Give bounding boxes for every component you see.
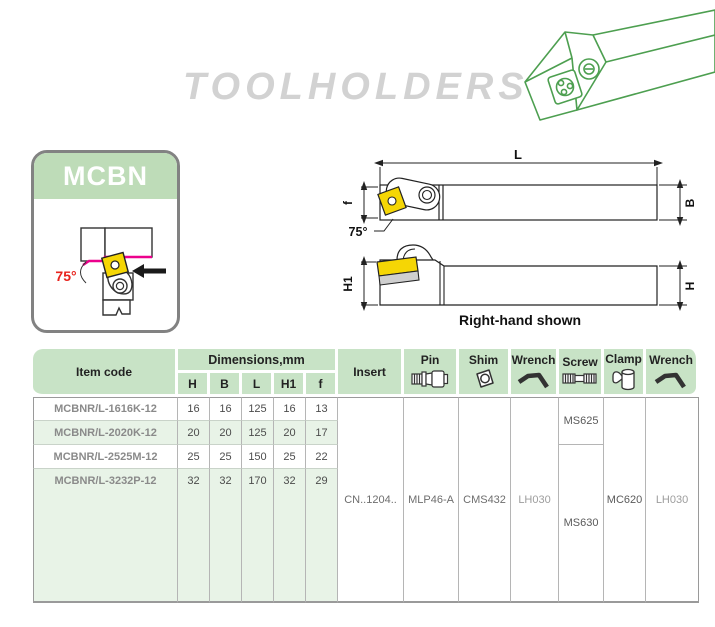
- screw-cell-top: MS625: [559, 397, 605, 445]
- table-row: MCBNR/L-1616K-12 16 16 125 16 13 CN..120…: [33, 397, 700, 603]
- shim-cell: CMS432: [459, 397, 512, 603]
- header-dim-H1: H1: [274, 373, 306, 397]
- header-wrench-1-label: Wrench: [511, 352, 556, 367]
- wrench-b-cell: LH030: [646, 397, 700, 603]
- screw-cell-bottom: MS630: [559, 445, 605, 603]
- dim-B-cell: 20: [210, 421, 242, 445]
- header-screw-label: Screw: [562, 354, 598, 369]
- header-shim-label: Shim: [468, 352, 499, 367]
- dim-f-cell: 17: [306, 421, 339, 445]
- table-row: MCBNR/L-2525M-12 25 25 150 25 22 MS630: [33, 445, 699, 603]
- header-screw: Screw: [559, 349, 605, 397]
- header-dimensions-group: Dimensions,mm: [178, 349, 339, 373]
- dim-L-cell: 170: [242, 469, 274, 493]
- table-row: MCBNR/L-2020K-12 20 20 125 20 17: [33, 421, 699, 445]
- feed-arrow-icon: [132, 264, 166, 278]
- item-code-cell: MCBNR/L-1616K-12: [33, 397, 178, 421]
- mcbn-badge: MCBN: [34, 153, 177, 199]
- hex-wrench-icon: [654, 372, 686, 388]
- item-code-cell: MCBNR/L-2020K-12: [33, 421, 178, 445]
- screw-icon: [562, 372, 597, 384]
- item-code-cell: MCBNR/L-3232P-12: [33, 469, 178, 493]
- dim-H1-label: H1: [341, 276, 355, 292]
- shim-icon: [475, 368, 494, 388]
- table-row: MCBNR/L-3232P-12 32 32 170 32 29: [33, 469, 699, 493]
- header-item-code: Item code: [33, 349, 178, 397]
- table-header: Item code Dimensions,mm Insert Pin: [33, 349, 700, 397]
- header-wrench-1: Wrench: [511, 349, 560, 397]
- header-pin: Pin: [404, 349, 460, 397]
- header-wrench-2-label: Wrench: [649, 352, 693, 367]
- dim-H1-cell: 20: [274, 421, 306, 445]
- dim-B-cell: 25: [210, 445, 242, 469]
- clamp-cell: MC620: [604, 397, 647, 603]
- dim-H-cell: 25: [178, 445, 210, 469]
- dim-H-cell: 16: [178, 397, 210, 421]
- dim-B-cell: 16: [210, 397, 242, 421]
- header-dim-B: B: [210, 373, 242, 397]
- header-clamp: Clamp: [604, 349, 647, 397]
- pin-icon: [411, 369, 449, 388]
- header-clamp-label: Clamp: [605, 351, 642, 366]
- dim-B-label: B: [683, 198, 697, 207]
- wrench-a-cell: LH030: [511, 397, 560, 603]
- clamp-icon: [611, 368, 635, 390]
- mcbn-cutting-diagram: 75°: [55, 227, 166, 316]
- dim-f-cell: 29: [306, 469, 339, 493]
- dim-H1-cell: 32: [274, 469, 306, 493]
- dim-L-cell: 125: [242, 421, 274, 445]
- mcbn-card: MCBN 75°: [31, 150, 180, 333]
- header-dim-f: f: [306, 373, 339, 397]
- dim-angle-label: 75°: [349, 225, 368, 239]
- dim-f-label: f: [341, 200, 355, 205]
- page-title: TOOLHOLDERS: [183, 66, 529, 108]
- header-wrench-2: Wrench: [646, 349, 700, 397]
- header-dim-L: L: [242, 373, 274, 397]
- header-dim-H: H: [178, 373, 210, 397]
- table-body: MCBNR/L-1616K-12 16 16 125 16 13 CN..120…: [33, 397, 700, 603]
- dim-H-cell: 32: [178, 469, 210, 493]
- item-code-cell: MCBNR/L-2525M-12: [33, 445, 178, 469]
- header-shim: Shim: [459, 349, 512, 397]
- insert-cell: CN..1204..: [338, 397, 405, 603]
- pin-cell: MLP46-A: [404, 397, 460, 603]
- dim-L-cell: 150: [242, 445, 274, 469]
- dim-L-cell: 125: [242, 397, 274, 421]
- parts-table: Item code Dimensions,mm Insert Pin: [33, 349, 700, 603]
- dim-H-label: H: [683, 282, 697, 291]
- mcbn-angle-label: 75°: [55, 268, 76, 284]
- mcbn-badge-label: MCBN: [63, 160, 148, 191]
- dim-H1-cell: 25: [274, 445, 306, 469]
- header-insert: Insert: [338, 349, 405, 397]
- header-pin-label: Pin: [420, 352, 440, 367]
- dim-B-cell: 32: [210, 469, 242, 493]
- hex-wrench-icon: [517, 372, 549, 388]
- dimension-drawing: L f 75° B H1: [341, 147, 697, 311]
- table-filler-row: [33, 493, 699, 603]
- dim-L-label: L: [514, 147, 522, 162]
- toolholder-illustration: [524, 9, 715, 121]
- dim-f-cell: 22: [306, 445, 339, 469]
- dim-H1-cell: 16: [274, 397, 306, 421]
- hand-orientation-note: Right-hand shown: [458, 312, 582, 328]
- dim-H-cell: 20: [178, 421, 210, 445]
- dim-f-cell: 13: [306, 397, 339, 421]
